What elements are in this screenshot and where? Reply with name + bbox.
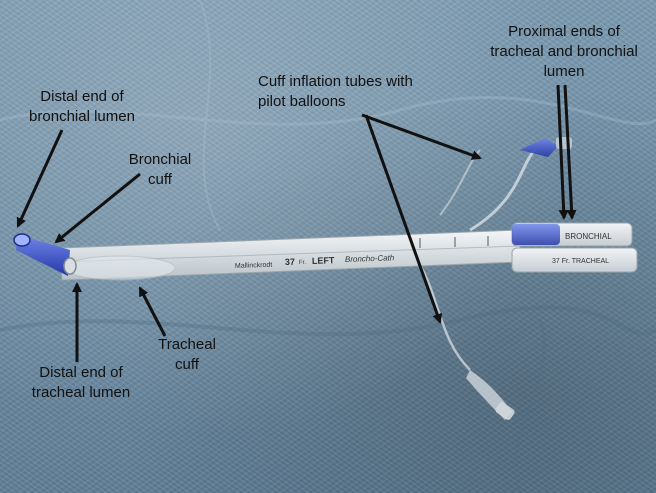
arrow-tracheal-cuff — [138, 286, 167, 337]
tube-product-print: Broncho-Cath — [345, 253, 395, 264]
tube-size-unit-print: Fr. — [299, 260, 307, 266]
tube-depth-marks — [419, 236, 489, 248]
label-distal-bronchial: Distal end of bronchial lumen — [29, 88, 135, 125]
annotation-arrows — [16, 84, 577, 362]
arrow-cuff-inflation-lower — [364, 114, 443, 324]
arrow-cuff-inflation-upper — [361, 113, 482, 160]
tube-side-print: LEFT — [312, 255, 335, 266]
arrow-bronchial-cuff — [54, 172, 141, 244]
tracheal-pilot-balloon — [466, 370, 515, 420]
arrow-proximal-left — [556, 84, 569, 220]
connector-bronchial-print: BRONCHIAL — [565, 232, 612, 241]
tube-size-print: 37 — [285, 257, 295, 267]
double-lumen-tube: Mallinckrodt 37 Fr. LEFT Broncho-Cath BR… — [13, 222, 638, 281]
arrow-distal-bronchial — [16, 129, 64, 228]
arrow-proximal-right — [563, 84, 577, 220]
label-bronchial-cuff: Bronchial cuff — [128, 151, 192, 188]
label-tracheal-cuff: Tracheal cuff — [158, 336, 216, 373]
label-distal-tracheal: Distal end of tracheal lumen — [31, 364, 131, 401]
label-cuff-inflation: Cuff inflation tubes with pilot balloons — [258, 73, 413, 110]
bronchial-pilot-balloon — [520, 137, 572, 157]
label-proximal-ends: Proximal ends of tracheal and bronchial … — [490, 23, 638, 80]
connector-tracheal-print: 37 Fr. TRACHEAL — [552, 258, 609, 265]
tube-brand-print: Mallinckrodt — [235, 262, 273, 270]
